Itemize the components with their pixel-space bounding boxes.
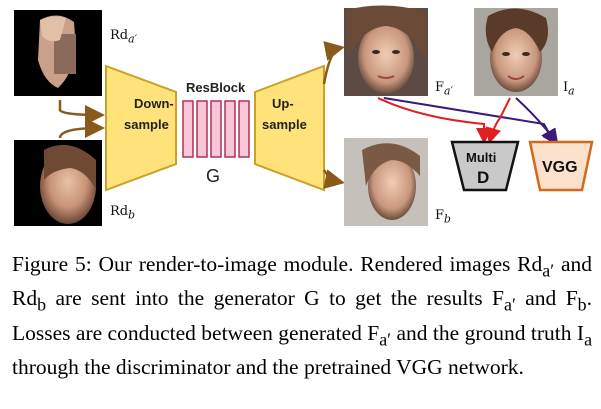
figure-caption: Figure 5: Our render-to-image module. Re… [12, 250, 592, 381]
input-image-b [14, 140, 102, 226]
encoder-label-2: sample [124, 117, 169, 132]
downsample-encoder [105, 64, 177, 192]
output-image-b [344, 138, 428, 226]
caption-text: . Losses are conducted between generated [12, 286, 592, 345]
caption-sub: b [577, 294, 587, 315]
ground-truth-image [474, 8, 558, 96]
output-image-a [344, 5, 428, 96]
arrow-input-b [58, 118, 105, 139]
caption-sub: a′ [379, 328, 392, 349]
vgg-network [528, 140, 594, 192]
resblock-label: ResBlock [186, 80, 246, 95]
encoder-label-1: Down- [134, 96, 174, 111]
label-f-b: Fb [435, 208, 451, 226]
caption-sub: b [37, 294, 47, 315]
decoder-label-1: Up- [272, 96, 294, 111]
disc-label-1: Multi [466, 150, 496, 165]
arrow-input-a [58, 100, 105, 125]
caption-f-a: F [367, 320, 380, 345]
disc-label-2: D [477, 168, 489, 187]
caption-text: and the ground truth [391, 320, 577, 345]
caption-text: are sent into the generator G to get the… [46, 286, 493, 311]
generator-label: G [206, 166, 220, 186]
figure: Down- sample ResBlock Up- sample G Multi… [14, 5, 594, 226]
caption-text: and [515, 286, 566, 311]
label-f-a: Fa′ [435, 80, 453, 98]
upsample-decoder [254, 64, 325, 192]
input-image-a [14, 10, 102, 96]
caption-text: Our render-to-image module. Rendered ima… [91, 252, 518, 276]
arrow-fa-to-disc [377, 97, 492, 144]
caption-text: through the discriminator and the pretra… [12, 354, 524, 379]
vgg-label: VGG [542, 159, 578, 176]
caption-sub: a′ [504, 294, 516, 315]
caption-text: and [554, 252, 592, 276]
label-i-a: Ia [563, 80, 575, 98]
caption-rd-a: Rd [517, 252, 543, 276]
caption-i-a: I [576, 320, 585, 345]
caption-f-a: F [492, 286, 504, 311]
caption-rd-b: Rd [12, 286, 38, 311]
arrow-fa-to-vgg [383, 97, 556, 146]
arrow-ia-to-disc [485, 97, 511, 144]
label-rd-a: Rda′ [110, 28, 138, 46]
caption-sub: a [584, 328, 593, 349]
arrow-output-a [322, 41, 345, 85]
caption-figure-number: Figure 5: [12, 252, 92, 276]
multi-discriminator [450, 140, 520, 192]
figure-diagram: Down- sample ResBlock Up- sample G Multi… [14, 5, 594, 226]
arrow-output-b [322, 169, 345, 189]
caption-sub: a′ [542, 260, 555, 281]
caption-f-b: F [565, 286, 578, 311]
arrow-ia-to-vgg [515, 97, 559, 146]
decoder-label-2: sample [262, 117, 307, 132]
resblock-stack [182, 100, 250, 158]
label-rd-b: Rdb [110, 204, 136, 222]
